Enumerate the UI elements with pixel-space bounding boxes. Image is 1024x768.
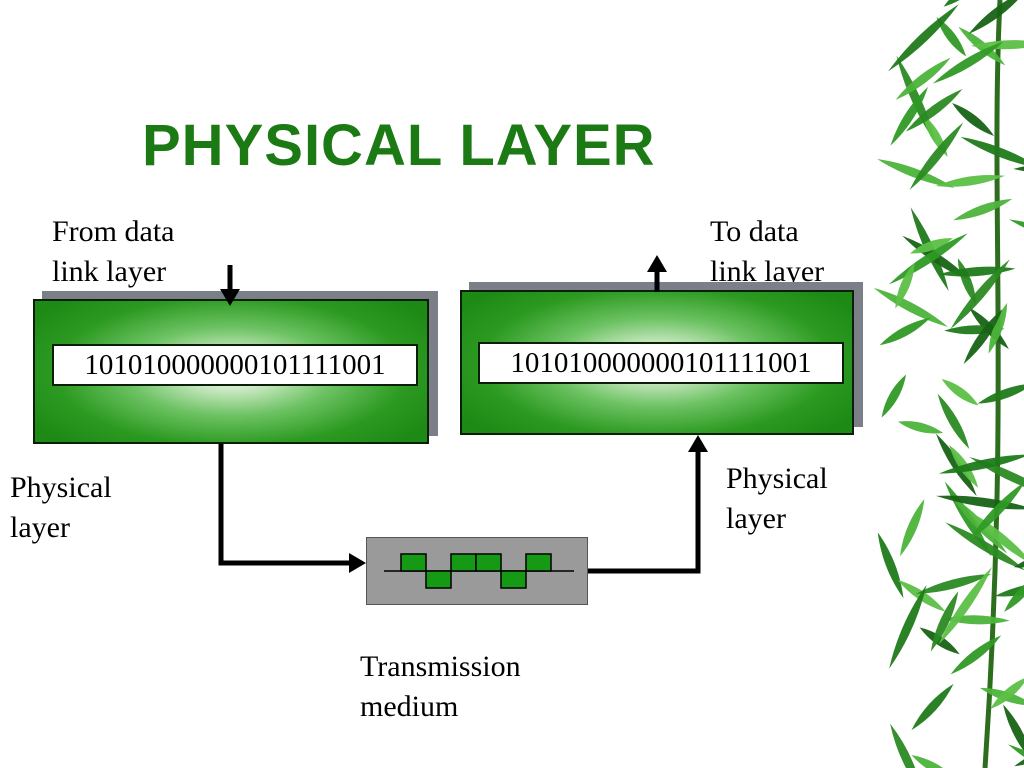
receiver-layer-line-1: Physical <box>726 462 828 495</box>
receiver-bit-string: 101010000000101111001 <box>478 342 844 384</box>
from-line-2: link layer <box>52 255 167 288</box>
bamboo-leaf <box>968 481 1024 541</box>
bamboo-leaf <box>1004 575 1024 612</box>
receiver-arrowhead-icon <box>688 435 708 452</box>
bamboo-leaf <box>938 266 1016 277</box>
from-line-1: From data <box>52 215 175 248</box>
bamboo-leaf <box>950 259 1010 329</box>
bamboo-leaf <box>935 174 1005 187</box>
signal-waveform <box>400 553 552 589</box>
bamboo-leaf <box>895 262 915 309</box>
medium-line-1: Transmission <box>360 650 521 683</box>
sender-layer-line-2: layer <box>10 511 70 544</box>
bamboo-leaf <box>881 374 907 418</box>
bamboo-leaf <box>960 136 1024 169</box>
bamboo-leaf <box>879 317 931 346</box>
bamboo-leaf <box>877 158 955 188</box>
down-arrowhead-icon <box>220 289 240 306</box>
bamboo-leaves-decoration <box>873 0 1024 768</box>
signal-pulse <box>475 553 502 572</box>
bamboo-leaf <box>952 102 995 137</box>
bamboo-leaf <box>915 574 992 594</box>
from-data-link-label: From data link layer <box>52 212 174 292</box>
transmission-medium-label: Transmission medium <box>360 647 521 727</box>
bamboo-leaf <box>937 393 970 450</box>
bamboo-leaf <box>900 498 925 557</box>
bamboo-leaf <box>990 676 1024 709</box>
sender-bit-string: 101010000000101111001 <box>52 344 418 386</box>
signal-pulse <box>500 570 527 589</box>
bamboo-leaf <box>941 378 979 406</box>
bamboo-leaf <box>968 0 1024 34</box>
sender-to-medium-line <box>218 444 352 566</box>
bamboo-leaf <box>897 421 944 434</box>
bamboo-leaf <box>950 635 1002 675</box>
sender-physical-layer-label: Physical layer <box>10 468 112 548</box>
bamboo-leaf <box>895 57 951 100</box>
bamboo-stem <box>982 0 1003 768</box>
signal-pulse <box>400 553 427 572</box>
bamboo-leaf <box>873 287 948 327</box>
receiver-physical-layer-label: Physical layer <box>726 459 828 539</box>
bamboo-leaf <box>910 238 953 254</box>
bamboo-leaf <box>938 566 993 645</box>
bamboo-leaf <box>890 86 929 146</box>
bamboo-leaf <box>890 723 923 768</box>
bamboo-leaf <box>951 495 1008 554</box>
bamboo-leaf <box>932 41 1004 84</box>
bamboo-leaf <box>935 433 977 497</box>
bamboo-leaf <box>1003 704 1024 763</box>
bamboo-leaf <box>938 454 1024 474</box>
medium-arrowhead-icon <box>349 553 366 573</box>
bamboo-leaf <box>936 495 1024 510</box>
bamboo-leaf <box>977 383 1024 404</box>
bamboo-leaf <box>877 532 904 599</box>
bamboo-leaf <box>905 88 963 132</box>
bamboo-leaf <box>988 302 1008 354</box>
up-arrowhead-icon <box>647 255 667 272</box>
bamboo-leaf <box>911 755 958 768</box>
bamboo-leaf <box>1009 219 1024 249</box>
bamboo-leaf <box>943 0 986 7</box>
bamboo-leaf <box>930 591 959 652</box>
bamboo-leaf <box>994 582 1024 597</box>
to-line-1: To data <box>710 215 799 248</box>
medium-line-2: medium <box>360 690 459 723</box>
bamboo-leaf <box>936 17 967 57</box>
signal-pulse <box>425 570 452 589</box>
bamboo-leaf <box>945 522 1024 571</box>
bamboo-leaf <box>909 122 964 190</box>
bamboo-leaf <box>953 198 1013 221</box>
bamboo-leaf <box>919 627 960 655</box>
bamboo-leaf <box>1013 164 1024 174</box>
signal-pulse <box>450 553 477 572</box>
bamboo-leaf <box>963 309 1003 365</box>
receiver-layer-line-2: layer <box>726 502 786 535</box>
signal-pulse <box>525 553 552 572</box>
bamboo-leaf <box>889 584 927 669</box>
bamboo-leaf <box>911 683 954 731</box>
sender-layer-line-1: Physical <box>10 471 112 504</box>
slide-title: PHYSICAL LAYER <box>142 113 656 178</box>
bamboo-leaf <box>888 4 959 72</box>
medium-to-receiver-line <box>588 450 701 574</box>
